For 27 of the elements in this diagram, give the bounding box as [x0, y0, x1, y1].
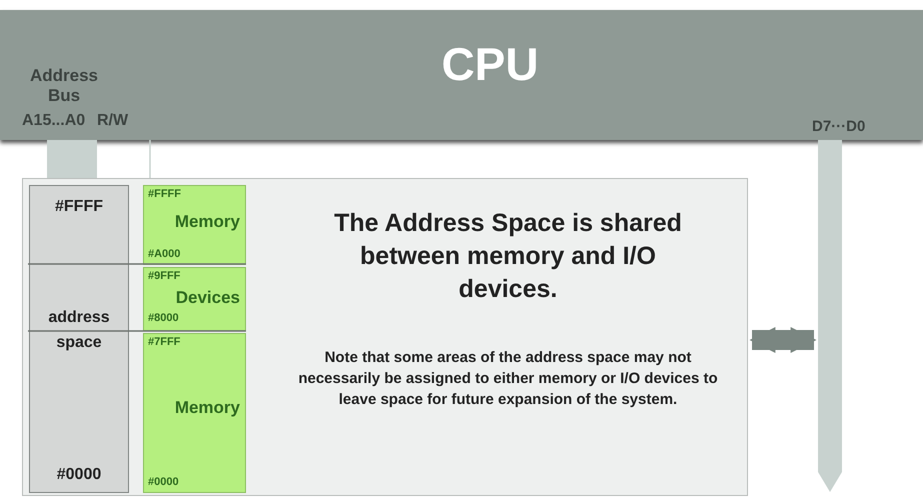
address-range-column: [29, 185, 129, 493]
address-label: #FFFF: [148, 188, 181, 201]
heading-text: The Address Space is shared between memory and I/O devices.: [333, 208, 683, 305]
address-space-panel: [22, 178, 748, 496]
signal-label: D7···D0: [812, 118, 866, 136]
address-label: #FFFF: [54, 198, 104, 216]
region-label: Devices: [174, 288, 240, 308]
address-label: #0000: [148, 476, 179, 489]
address-label: #7FFF: [148, 336, 180, 349]
memory-region: [143, 185, 246, 265]
axis-label: address space: [47, 308, 111, 353]
bus-line: [149, 140, 151, 178]
address-label: #0000: [56, 466, 102, 484]
double-arrow: [749, 327, 817, 353]
region-label: Memory: [174, 398, 240, 418]
cpu-block: [0, 10, 923, 140]
address-label: #8000: [148, 312, 179, 325]
bus-label: Address Bus: [28, 66, 100, 106]
region-label: Memory: [174, 212, 240, 232]
signal-label: R/W: [97, 112, 128, 130]
cpu-title: CPU: [440, 38, 540, 91]
address-label: #A000: [148, 248, 180, 261]
memory-region: [143, 333, 246, 493]
signal-label: A15...A0: [22, 112, 86, 130]
device-region: [143, 267, 246, 331]
address-label: #9FFF: [148, 270, 180, 283]
note-text: Note that some areas of the address space may not necessarily be assigned to either memory or I/O devices to leave space for future expansion of the system.: [297, 348, 719, 410]
